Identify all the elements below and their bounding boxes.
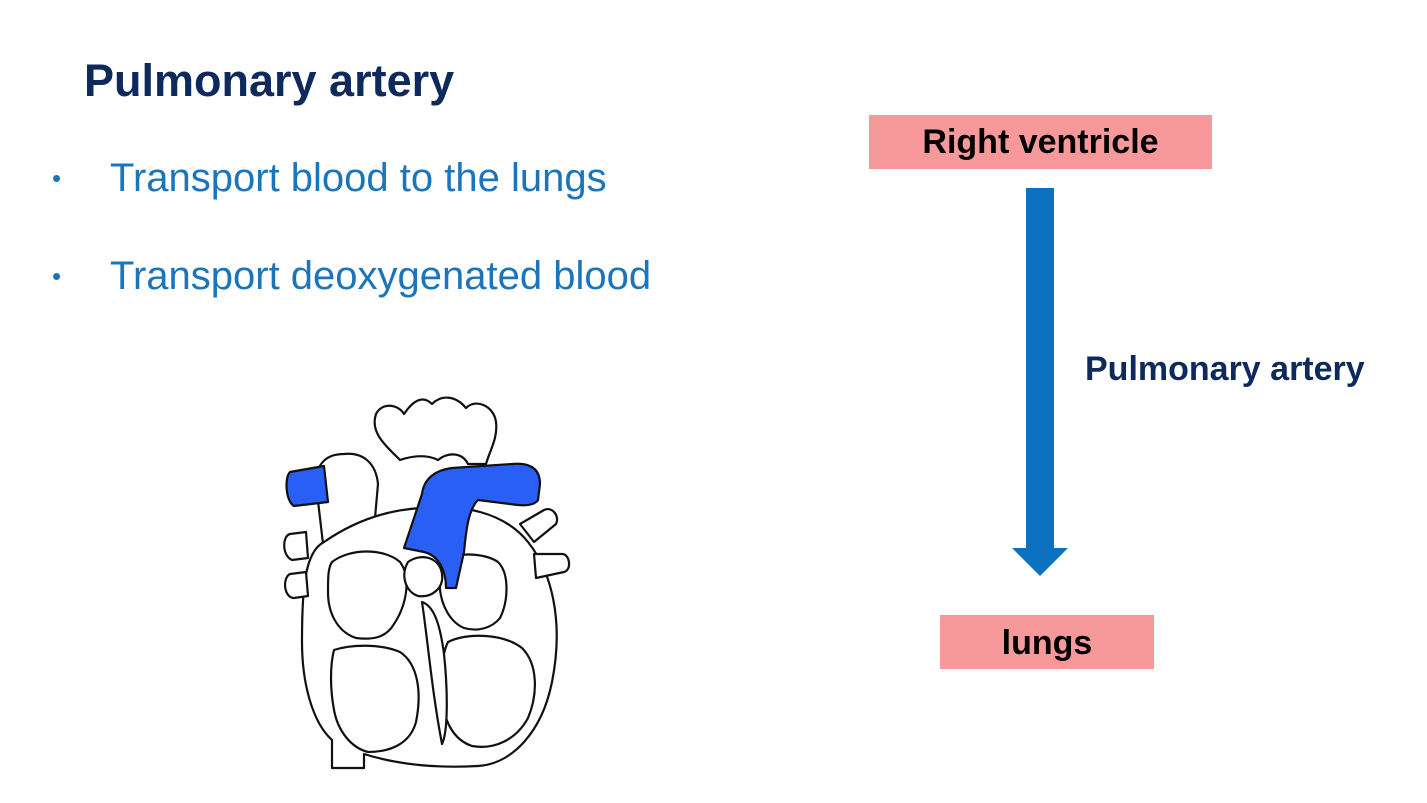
pulmonary-artery-highlight <box>402 462 542 590</box>
bullet-marker: • <box>52 261 62 291</box>
pulmonary-vein-upper-shape <box>518 508 559 544</box>
left-vessel-upper-shape <box>283 530 310 562</box>
right-atrium-shape <box>326 550 408 640</box>
bullet-text: Transport blood to the lungs <box>110 156 607 200</box>
bullet-text: Transport deoxygenated blood <box>110 254 652 298</box>
valve-shape <box>403 556 444 598</box>
pulmonary-vein-lower-shape <box>532 552 571 580</box>
vena-cava-highlight <box>285 464 330 508</box>
flow-box-right-ventricle: Right ventricle <box>869 115 1212 169</box>
arrow-head <box>1012 548 1068 576</box>
bullet-marker: • <box>52 163 62 193</box>
septum-shape <box>420 600 448 746</box>
heart-diagram-icon <box>283 396 571 770</box>
left-vessel-lower-shape <box>284 570 310 600</box>
arrow-shaft <box>1026 188 1054 550</box>
flow-box-lungs: lungs <box>940 615 1154 669</box>
right-ventricle-shape <box>329 644 420 754</box>
arrow-label: Pulmonary artery <box>1085 350 1365 388</box>
slide-title: Pulmonary artery <box>84 55 455 106</box>
down-arrow-icon <box>1012 188 1068 576</box>
aorta-shape <box>373 396 498 466</box>
